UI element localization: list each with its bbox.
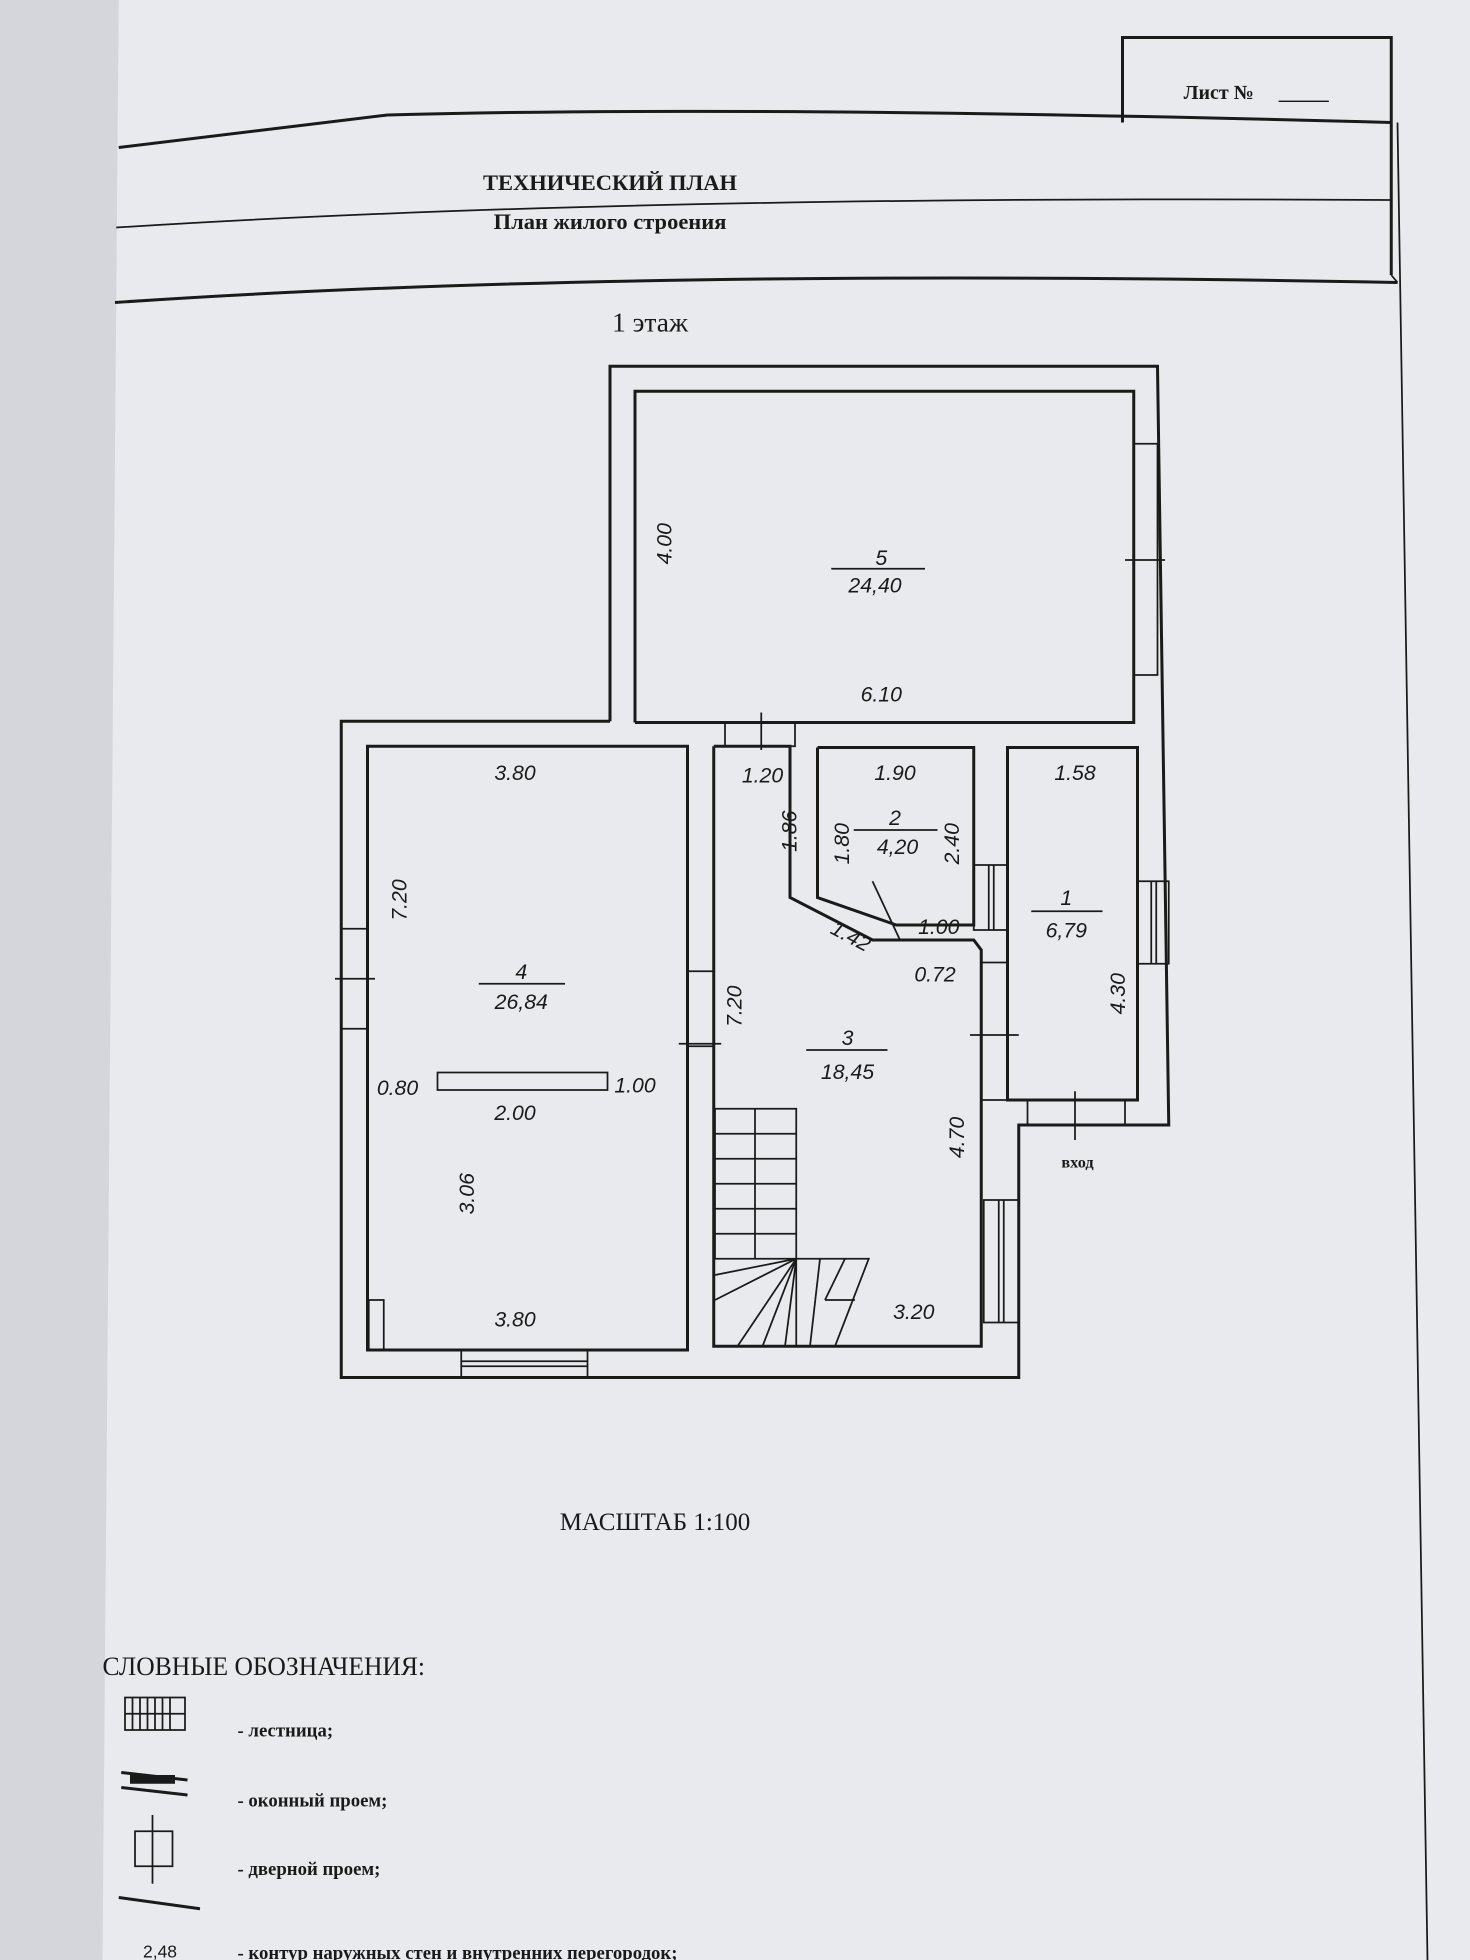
room-number: 5 bbox=[875, 546, 887, 570]
dim-r3-bottom: 3.20 bbox=[893, 1300, 935, 1324]
dim-r5-left: 4.00 bbox=[652, 523, 676, 565]
room-2-label: 2 4,20 bbox=[853, 806, 938, 859]
room-area: 26,84 bbox=[494, 990, 548, 1014]
dim-r4-top: 3.80 bbox=[494, 761, 536, 785]
dim-r4-obj-left: 0.80 bbox=[377, 1076, 419, 1100]
door-room4-room3 bbox=[678, 970, 722, 1048]
room-number: 1 bbox=[1060, 886, 1072, 910]
room-area: 6,79 bbox=[1046, 919, 1088, 943]
window-room-2 bbox=[972, 864, 1009, 931]
window-room-5 bbox=[1125, 442, 1165, 676]
dim-r2-bottom: 1.00 bbox=[918, 915, 960, 939]
window-room-4-left bbox=[335, 927, 375, 1030]
legend-window-label: - оконный проем; bbox=[238, 1790, 388, 1811]
room-area: 18,45 bbox=[821, 1060, 874, 1084]
dim-r3-right: 4.70 bbox=[945, 1117, 969, 1159]
entrance-door bbox=[1026, 1091, 1126, 1140]
floor-label: 1 этаж bbox=[612, 306, 689, 337]
dim-r4-left: 7.20 bbox=[387, 879, 411, 921]
dim-r4-lower: 3.06 bbox=[455, 1173, 479, 1215]
room-number: 2 bbox=[888, 806, 901, 830]
legend-title: СЛОВНЫЕ ОБОЗНАЧЕНИЯ: bbox=[103, 1652, 426, 1681]
dim-r4-bottom: 3.80 bbox=[494, 1307, 536, 1331]
title-block bbox=[114, 36, 1429, 1960]
dim-r1-right: 4.30 bbox=[1106, 973, 1130, 1015]
legend-door-label: - дверной проем; bbox=[238, 1859, 381, 1880]
room-1-label: 1 6,79 bbox=[1031, 886, 1103, 943]
door-room5-room3 bbox=[724, 712, 796, 750]
dim-r3-left: 7.20 bbox=[722, 985, 746, 1027]
legend-stairs-label: - лестница; bbox=[238, 1720, 334, 1741]
window-room-4-bottom bbox=[460, 1349, 589, 1379]
room-3-outline bbox=[712, 744, 983, 1348]
door-room3-room1 bbox=[970, 961, 1019, 1101]
room-area: 24,40 bbox=[847, 574, 901, 598]
wall-line-icon bbox=[118, 1896, 201, 1911]
dim-r4-obj-right: 1.00 bbox=[614, 1074, 656, 1098]
sheet-label: Лист № bbox=[1184, 82, 1254, 104]
room-area: 4,20 bbox=[877, 835, 919, 859]
dim-r3-top: 1.20 bbox=[742, 764, 784, 788]
scale-label: МАСШТАБ 1:100 bbox=[560, 1509, 751, 1536]
paper-sheet bbox=[102, 0, 1470, 1960]
legend-wall-label: - контур наружных стен и внутренних пере… bbox=[238, 1943, 678, 1960]
dim-r2-left: 1.80 bbox=[830, 823, 854, 865]
room-4-label: 4 26,84 bbox=[478, 960, 565, 1014]
room-2-outline bbox=[816, 746, 976, 927]
dim-r5-bottom: 6.10 bbox=[861, 682, 903, 706]
legend-partial-value: 2,48 bbox=[143, 1942, 177, 1960]
document-subtitle: План жилого строения bbox=[494, 209, 727, 234]
window-icon bbox=[121, 1771, 188, 1797]
room-3-label: 3 18,45 bbox=[806, 1026, 888, 1084]
dim-r3-upper: 1.86 bbox=[777, 810, 801, 852]
room-5-outline bbox=[633, 389, 1136, 724]
room-5-label: 5 24,40 bbox=[831, 546, 925, 598]
window-room-1 bbox=[1136, 880, 1170, 965]
window-room-3 bbox=[982, 1199, 1020, 1324]
dim-r2-top: 1.90 bbox=[874, 761, 916, 785]
staircase bbox=[714, 1107, 871, 1347]
door-icon bbox=[134, 1815, 174, 1884]
floor-plan bbox=[335, 364, 1171, 1379]
partition-object bbox=[436, 1071, 609, 1091]
dim-r3-step: 0.72 bbox=[914, 962, 956, 986]
sheet-number-blank: _____ bbox=[1278, 82, 1330, 104]
document-title: ТЕХНИЧЕСКИЙ ПЛАН bbox=[483, 170, 737, 195]
room-number: 3 bbox=[842, 1026, 854, 1050]
dimensions: 4.00 6.10 3.80 7.20 0.80 2.00 1.00 3.06 … bbox=[377, 523, 1130, 1331]
stairs-icon bbox=[124, 1696, 186, 1731]
entrance-label: вход bbox=[1061, 1154, 1094, 1172]
dim-r2-right: 2.40 bbox=[940, 823, 964, 866]
room-number: 4 bbox=[515, 960, 527, 984]
dim-r1-top: 1.58 bbox=[1054, 761, 1096, 785]
dim-r4-obj-len: 2.00 bbox=[493, 1101, 536, 1125]
